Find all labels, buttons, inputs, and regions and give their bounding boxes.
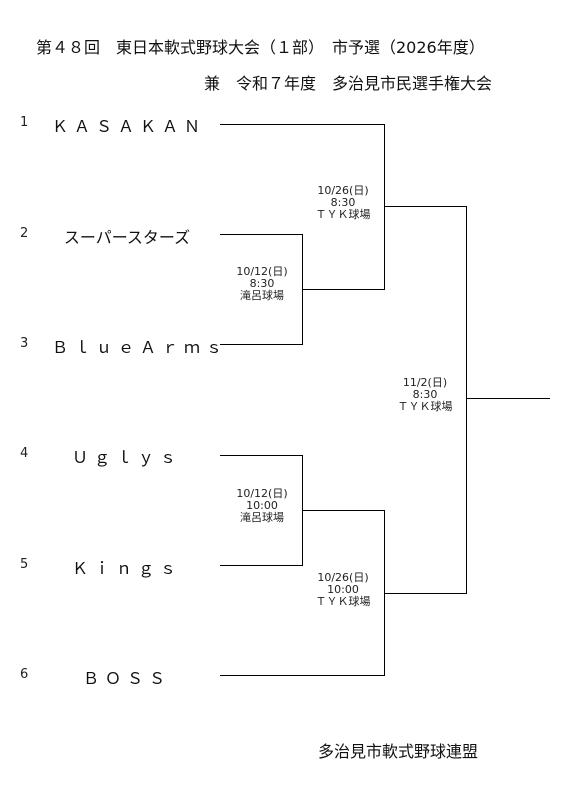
bracket-line bbox=[384, 206, 466, 207]
bracket-line bbox=[220, 675, 384, 676]
match-venue: ＴＹＫ球場 bbox=[397, 400, 453, 413]
tournament-title: 第４８回 東日本軟式野球大会（１部） 市予選（2026年度） bbox=[36, 38, 485, 57]
bracket-line bbox=[302, 289, 384, 290]
match-time: 10:00 bbox=[246, 499, 278, 512]
bracket-line bbox=[302, 510, 384, 511]
match-info: 10/12(日) 10:00 滝呂球場 bbox=[224, 488, 300, 524]
match-venue: ＴＹＫ球場 bbox=[315, 595, 371, 608]
match-date: 10/26(日) bbox=[317, 184, 369, 197]
bracket-line bbox=[466, 398, 550, 399]
match-date: 10/26(日) bbox=[317, 571, 369, 584]
bracket-line bbox=[220, 344, 302, 345]
match-venue: 滝呂球場 bbox=[240, 289, 284, 302]
bracket-line bbox=[220, 565, 302, 566]
match-info: 10/12(日) 8:30 滝呂球場 bbox=[224, 266, 300, 302]
organizer-name: 多治見市軟式野球連盟 bbox=[318, 742, 479, 761]
match-date: 10/12(日) bbox=[236, 265, 288, 278]
seed-number: 6 bbox=[20, 667, 29, 682]
seed-number: 2 bbox=[20, 226, 29, 241]
seed-number: 3 bbox=[20, 336, 29, 351]
match-info: 10/26(日) 8:30 ＴＹＫ球場 bbox=[304, 185, 382, 221]
team-name: ＫＡＳＡＫＡＮ bbox=[52, 117, 207, 136]
bracket-line bbox=[384, 593, 466, 594]
team-name: Ｋｉｎｇｓ bbox=[71, 559, 182, 578]
match-time: 8:30 bbox=[412, 388, 438, 401]
team-name: スーパースターズ bbox=[63, 228, 191, 247]
bracket-line bbox=[384, 124, 385, 290]
team-name: Ｕｇｌｙｓ bbox=[71, 448, 182, 467]
team-name: ＢＯＳＳ bbox=[82, 669, 171, 688]
match-date: 11/2(日) bbox=[402, 376, 448, 389]
bracket-line bbox=[220, 234, 302, 235]
match-time: 8:30 bbox=[330, 196, 356, 209]
match-venue: 滝呂球場 bbox=[240, 511, 284, 524]
bracket-line bbox=[220, 124, 384, 125]
team-name: ＢｌｕｅＡｒｍｓ bbox=[52, 338, 229, 357]
seed-number: 1 bbox=[20, 115, 29, 130]
match-info: 10/26(日) 10:00 ＴＹＫ球場 bbox=[304, 572, 382, 608]
bracket-line bbox=[466, 206, 467, 594]
bracket-line bbox=[220, 455, 302, 456]
match-venue: ＴＹＫ球場 bbox=[315, 208, 371, 221]
match-info: 11/2(日) 8:30 ＴＹＫ球場 bbox=[386, 377, 464, 413]
seed-number: 5 bbox=[20, 557, 29, 572]
match-date: 10/12(日) bbox=[236, 487, 288, 500]
seed-number: 4 bbox=[20, 446, 29, 461]
match-time: 8:30 bbox=[249, 277, 275, 290]
tournament-subtitle: 兼 令和７年度 多治見市民選手権大会 bbox=[204, 74, 493, 93]
match-time: 10:00 bbox=[327, 583, 359, 596]
